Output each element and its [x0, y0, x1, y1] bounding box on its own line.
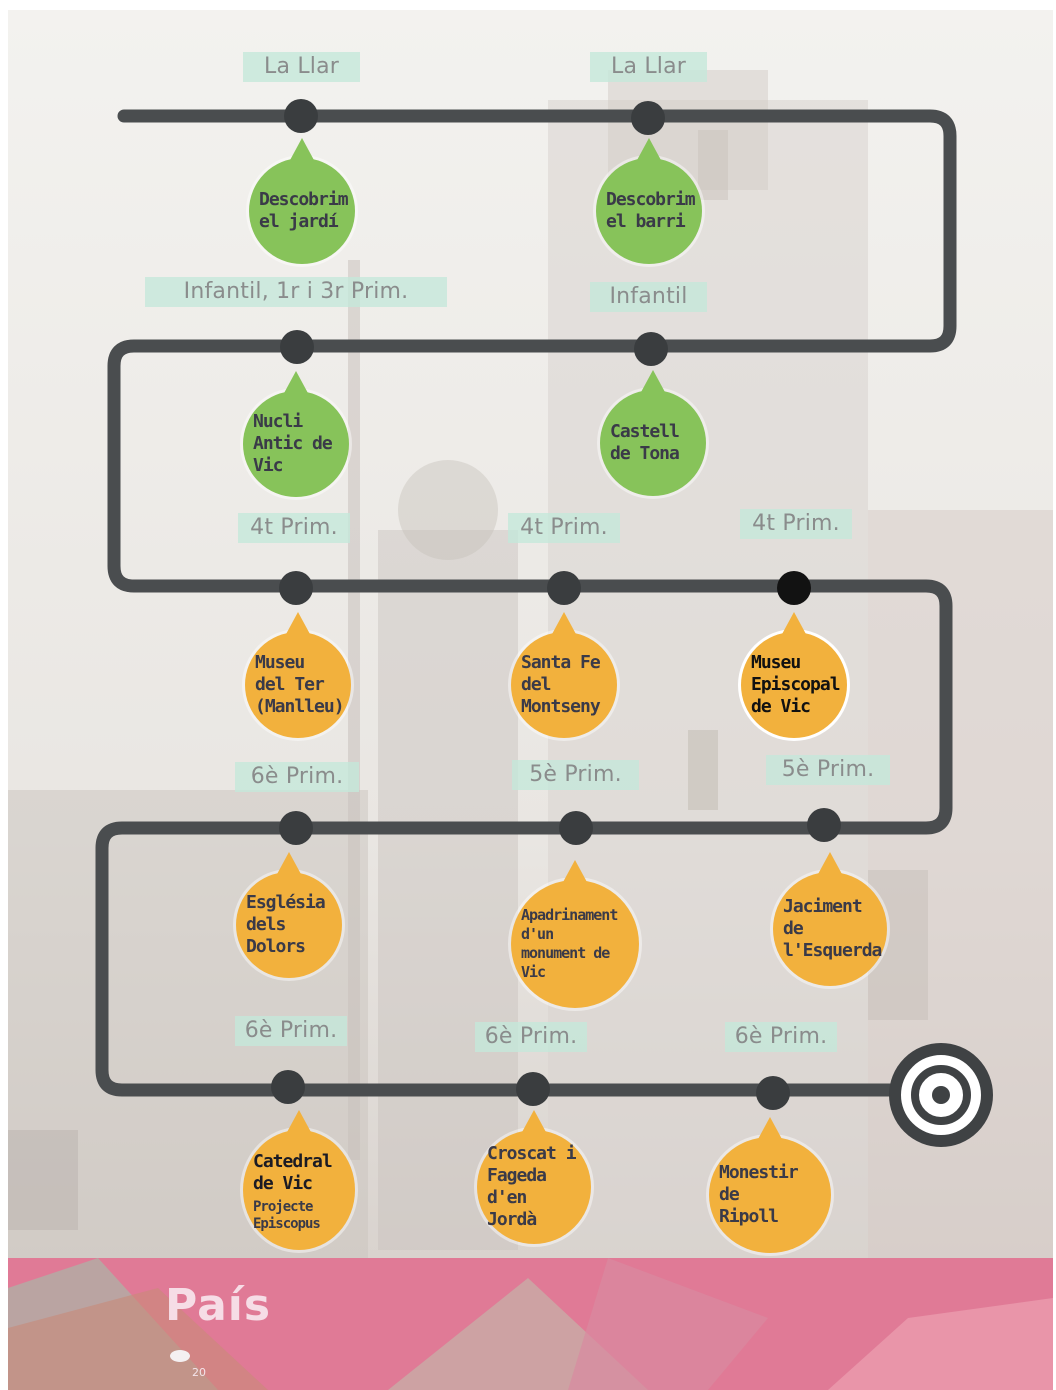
- level-tag: La Llar: [590, 52, 707, 82]
- target-icon: [889, 1043, 993, 1147]
- stop-santa-fe-del-montseny[interactable]: Santa Fe del Montseny: [511, 612, 617, 738]
- stop-sublabel: Projecte Episcopus: [253, 1199, 321, 1233]
- stop-label: Església dels Dolors: [246, 892, 326, 957]
- route-node[interactable]: [777, 571, 811, 605]
- route-node[interactable]: [756, 1076, 790, 1110]
- route-node[interactable]: [284, 99, 318, 133]
- stop-label: Descobrim el jardí: [259, 189, 349, 232]
- stop-label: Catedral de Vic Projecte Episcopus: [253, 1129, 349, 1255]
- stop-label: Croscat i Fageda d'en Jordà: [487, 1143, 577, 1230]
- stop-croscat-i-fageda[interactable]: Croscat i Fageda d'en Jordà: [477, 1110, 591, 1244]
- level-tag: 6è Prim.: [235, 762, 359, 792]
- stop-label: Descobrim el barri: [606, 189, 696, 232]
- level-tag: La Llar: [243, 52, 360, 82]
- stop-museu-episcopal-de-vic[interactable]: Museu Episcopal de Vic: [741, 612, 847, 738]
- level-tag: 4t Prim.: [508, 513, 620, 543]
- stop-nucli-antic-de-vic[interactable]: Nucli Antic de Vic: [243, 371, 349, 497]
- footer-decoration: [8, 1258, 1053, 1390]
- stop-catedral-de-vic[interactable]: Catedral de Vic Projecte Episcopus: [243, 1110, 355, 1250]
- stop-castell-de-tona[interactable]: Castell de Tona: [600, 370, 706, 496]
- stop-descobrim-el-jardi[interactable]: Descobrim el jardí: [249, 138, 355, 264]
- stop-label: Santa Fe del Montseny: [521, 652, 601, 717]
- stop-label: Castell de Tona: [610, 421, 680, 464]
- stop-label: Apadrinament d'un monument de Vic: [521, 906, 618, 981]
- route-node[interactable]: [634, 332, 668, 366]
- level-tag: Infantil, 1r i 3r Prim.: [145, 277, 447, 307]
- route-node[interactable]: [280, 330, 314, 364]
- section-title: País: [165, 1280, 272, 1331]
- route-node[interactable]: [279, 811, 313, 845]
- stop-title: Catedral de Vic: [253, 1151, 333, 1195]
- track-line: [95, 109, 957, 1097]
- route-node[interactable]: [516, 1072, 550, 1106]
- section-footer: [8, 1258, 1053, 1390]
- stop-label: Monestir de Ripoll: [719, 1162, 799, 1227]
- level-tag: 5è Prim.: [766, 755, 890, 785]
- stop-descobrim-el-barri[interactable]: Descobrim el barri: [596, 138, 702, 264]
- level-tag: 4t Prim.: [740, 509, 852, 539]
- stop-apadrinament-dun-monument[interactable]: Apadrinament d'un monument de Vic: [511, 860, 639, 1008]
- level-tag: 6è Prim.: [725, 1022, 837, 1052]
- level-tag: Infantil: [590, 282, 707, 312]
- page-marker: [170, 1350, 190, 1362]
- level-tag: 6è Prim.: [235, 1016, 347, 1046]
- route-node[interactable]: [547, 571, 581, 605]
- stop-esglesia-dels-dolors[interactable]: Església dels Dolors: [236, 852, 342, 978]
- stop-label: Museu del Ter (Manlleu): [255, 652, 345, 717]
- stop-jaciment-de-lesquerda[interactable]: Jaciment de l'Esquerda: [773, 852, 887, 986]
- stop-label: Museu Episcopal de Vic: [751, 652, 841, 717]
- route-node[interactable]: [559, 811, 593, 845]
- route-node[interactable]: [271, 1070, 305, 1104]
- route-node[interactable]: [807, 808, 841, 842]
- level-tag: 6è Prim.: [475, 1022, 587, 1052]
- level-tag: 4t Prim.: [238, 513, 350, 543]
- stop-label: Jaciment de l'Esquerda: [783, 896, 882, 961]
- level-tag: 5è Prim.: [512, 760, 639, 790]
- page-number: 20: [192, 1366, 206, 1379]
- stop-label: Nucli Antic de Vic: [253, 411, 333, 476]
- stop-monestir-de-ripoll[interactable]: Monestir de Ripoll: [709, 1117, 831, 1253]
- route-node[interactable]: [279, 571, 313, 605]
- stop-museu-del-ter[interactable]: Museu del Ter (Manlleu): [245, 612, 351, 738]
- route-node[interactable]: [631, 101, 665, 135]
